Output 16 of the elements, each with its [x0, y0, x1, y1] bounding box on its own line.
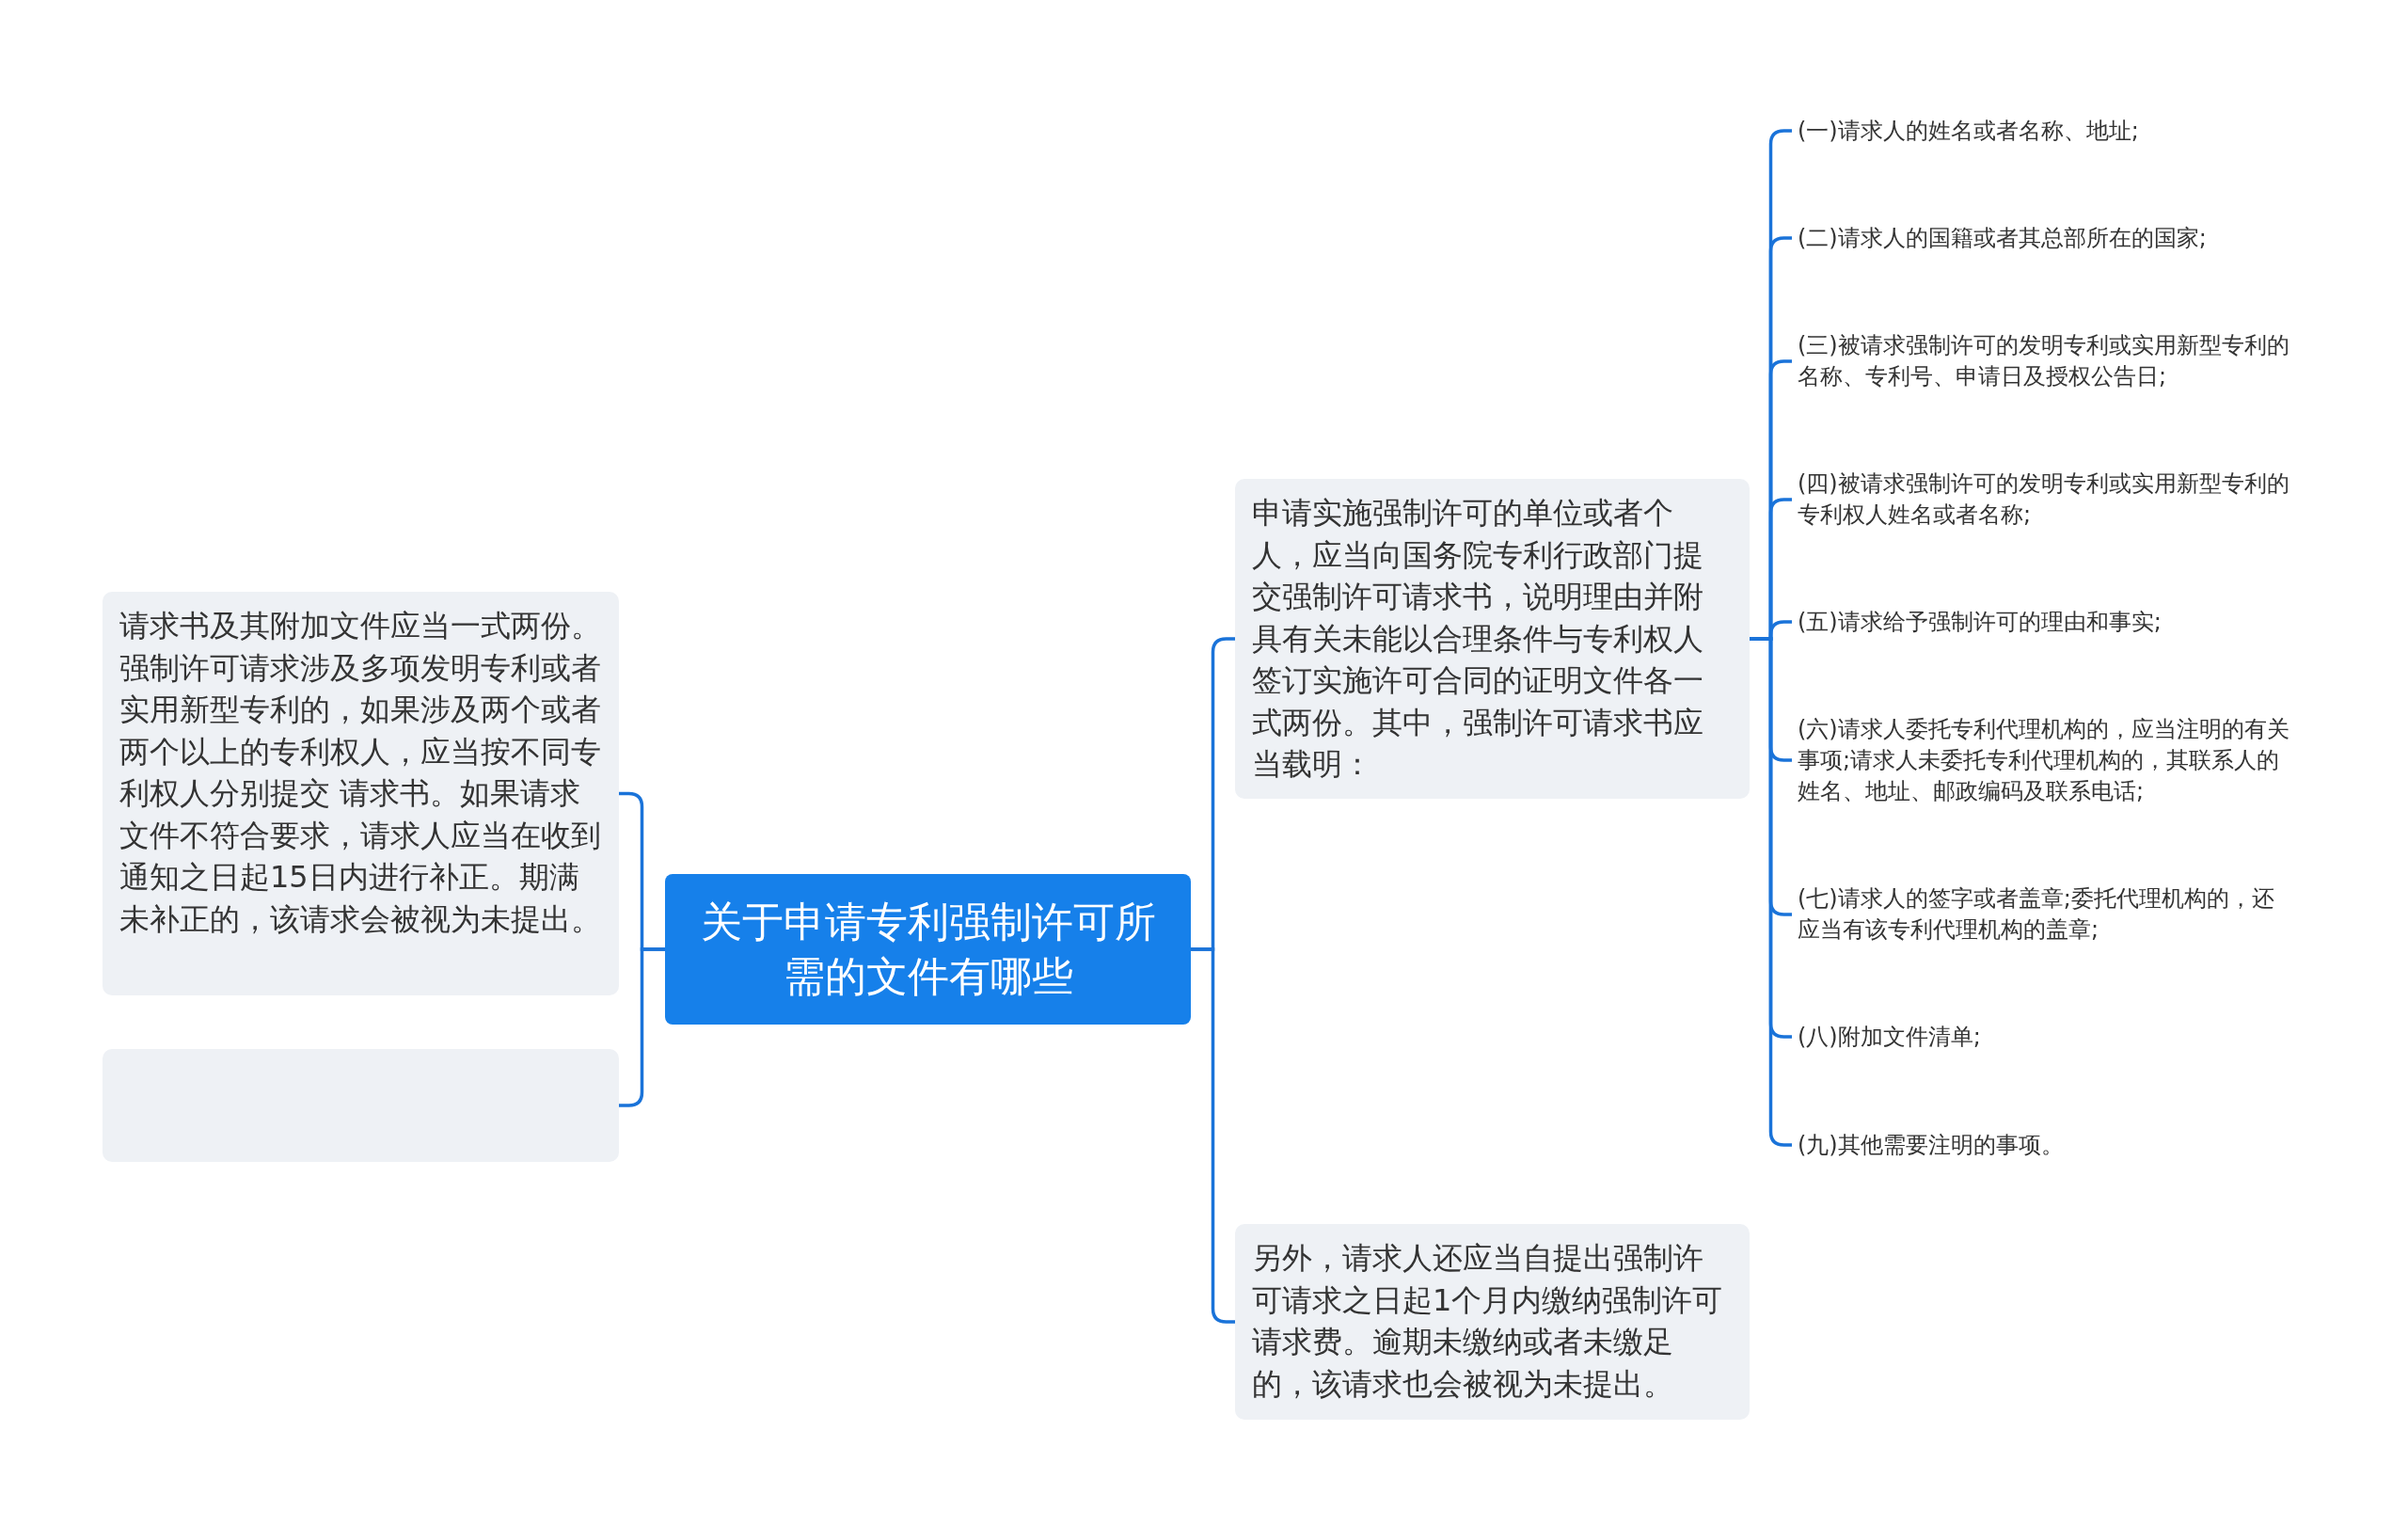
list-item-text: (八)附加文件清单;: [1792, 1019, 2319, 1055]
list-item-text: (一)请求人的姓名或者名称、地址;: [1792, 113, 2319, 149]
text-card: 请求书及其附加文件应当一式两份。强制许可请求涉及多项发明专利或者实用新型专利的，如果涉及两个或者两个以上的专利权人，应当按不同专利权人分别提交 请求书。如果请求文件不符合要求，请求人应当在收到通知之日起15日内进行补正。期满未补正的，该请求会被视为未提出。: [103, 592, 619, 995]
list-item-text: (七)请求人的签字或者盖章;委托代理机构的，还应当有该专利代理机构的盖章;: [1792, 882, 2300, 947]
list-item-text: (九)其他需要注明的事项。: [1792, 1127, 2319, 1163]
text-card: 另外，请求人还应当自提出强制许可请求之日起1个月内缴纳强制许可请求费。逾期未缴纳或者未缴足的，该请求也会被视为未提出。: [1235, 1224, 1750, 1420]
connector-line: [1191, 947, 1235, 1324]
list-item-text: (二)请求人的国籍或者其总部所在的国家;: [1792, 220, 2319, 256]
empty-card: [103, 1049, 619, 1162]
list-item-text: (五)请求给予强制许可的理由和事实;: [1792, 604, 2319, 640]
list-item-text: (四)被请求强制许可的发明专利或实用新型专利的专利权人姓名或者名称;: [1792, 467, 2300, 533]
list-item-text: (三)被请求强制许可的发明专利或实用新型专利的名称、专利号、申请日及授权公告日;: [1792, 328, 2300, 394]
text-card: 申请实施强制许可的单位或者个人，应当向国务院专利行政部门提交强制许可请求书，说明理由并附具有关未能以合理条件与专利权人签订实施许可合同的证明文件各一式两份。其中，强制许可请求书应当载明：: [1235, 479, 1750, 799]
list-item-text: (六)请求人委托专利代理机构的，应当注明的有关事项;请求人未委托专利代理机构的，其联系人的姓名、地址、邮政编码及联系电话;: [1792, 711, 2300, 809]
topic-box: 关于申请专利强制许可所需的文件有哪些: [665, 874, 1191, 1025]
connector-line: [619, 947, 665, 1107]
